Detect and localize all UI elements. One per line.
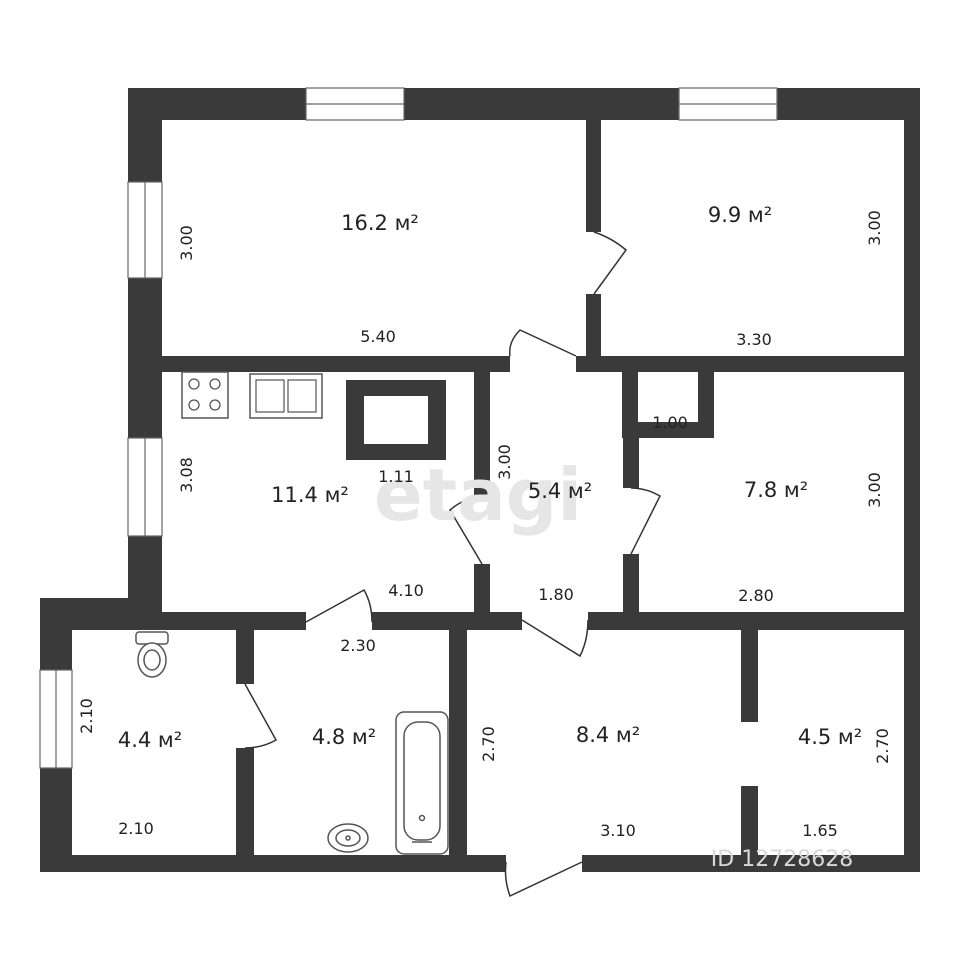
- door-openings: [232, 232, 763, 874]
- door-swing-wc-bath: [244, 683, 278, 749]
- closet-dim-room-3: 1.00: [652, 413, 688, 432]
- windows: [39, 87, 778, 769]
- room-height-room-2: 3.00: [865, 210, 884, 246]
- room-height-entry: 2.70: [479, 726, 498, 762]
- fixture-dim-kitchen: 1.11: [378, 467, 414, 486]
- floor-room-1: [162, 120, 586, 356]
- room-width-room-4: 1.65: [802, 821, 838, 840]
- room-area-room-1: 16.2 м²: [341, 211, 419, 235]
- room-height-kitchen: 3.08: [177, 457, 196, 493]
- door-swing-kitchen-hall: [449, 495, 483, 565]
- door-swing-entrance: [504, 861, 583, 898]
- room-height-wc: 2.10: [77, 698, 96, 734]
- watermark-listing-id: ID 12728628: [711, 847, 853, 872]
- room-height-room-3: 3.00: [865, 472, 884, 508]
- room-height-room-4: 2.70: [873, 728, 892, 764]
- room-area-room-4: 4.5 м²: [798, 725, 862, 749]
- door-swing-room1-room2: [593, 231, 628, 295]
- watermark-brand: etagi: [374, 453, 582, 537]
- opening-hall-room3: [619, 488, 643, 554]
- stove-burners: [188, 378, 221, 411]
- door-swings: [244, 231, 661, 898]
- opening-kitchen-bath: [306, 608, 372, 634]
- room-area-room-3: 7.8 м²: [744, 478, 808, 502]
- floor-entry: [467, 630, 741, 855]
- room-width-bathroom: 2.30: [340, 636, 376, 655]
- room-width-hall: 1.80: [538, 585, 574, 604]
- bathtub-icon: [395, 711, 449, 855]
- room-area-hall: 5.4 м²: [528, 479, 592, 503]
- room-width-room-1: 5.40: [360, 327, 396, 346]
- stove-icon: [181, 371, 229, 419]
- floor-room-4: [758, 630, 904, 855]
- room-height-hall: 3.00: [495, 444, 514, 480]
- room-width-entry: 3.10: [600, 821, 636, 840]
- room-area-wc: 4.4 м²: [118, 728, 182, 752]
- opening-kitchen-hall: [470, 496, 494, 564]
- room-height-room-1: 3.00: [177, 225, 196, 261]
- room-width-room-2: 3.30: [736, 330, 772, 349]
- room-width-wc: 2.10: [118, 819, 154, 838]
- sink-icon: [249, 373, 323, 419]
- floor-hall: [490, 372, 623, 612]
- floor-room-2: [601, 120, 904, 356]
- kitchen-fixtures: [181, 371, 446, 460]
- room-width-room-3: 2.80: [738, 586, 774, 605]
- door-swing-hall-room3: [630, 487, 661, 555]
- opening-wc-bath: [232, 684, 258, 748]
- chimney-inner: [364, 396, 428, 444]
- door-swing-kitchen-bath: [305, 588, 373, 623]
- sink-bowl-right: [287, 379, 317, 413]
- washbasin-icon: [327, 823, 369, 853]
- opening-room1-room2: [584, 232, 604, 294]
- room-area-room-2: 9.9 м²: [708, 203, 772, 227]
- opening-hall-entry: [522, 608, 588, 634]
- door-swing-hall-entry: [521, 619, 589, 658]
- opening-entry-room4: [737, 722, 763, 786]
- opening-room1-hall: [510, 352, 576, 376]
- opening-entrance: [506, 852, 582, 874]
- sink-bowl-left: [255, 379, 285, 413]
- room-area-bathroom: 4.8 м²: [312, 725, 376, 749]
- door-swing-room1-hall: [508, 329, 577, 357]
- toilet-icon: [135, 631, 169, 678]
- room-area-kitchen: 11.4 м²: [271, 483, 349, 507]
- room-area-entry: 8.4 м²: [576, 723, 640, 747]
- room-width-kitchen: 4.10: [388, 581, 424, 600]
- closet-inner: [638, 372, 698, 422]
